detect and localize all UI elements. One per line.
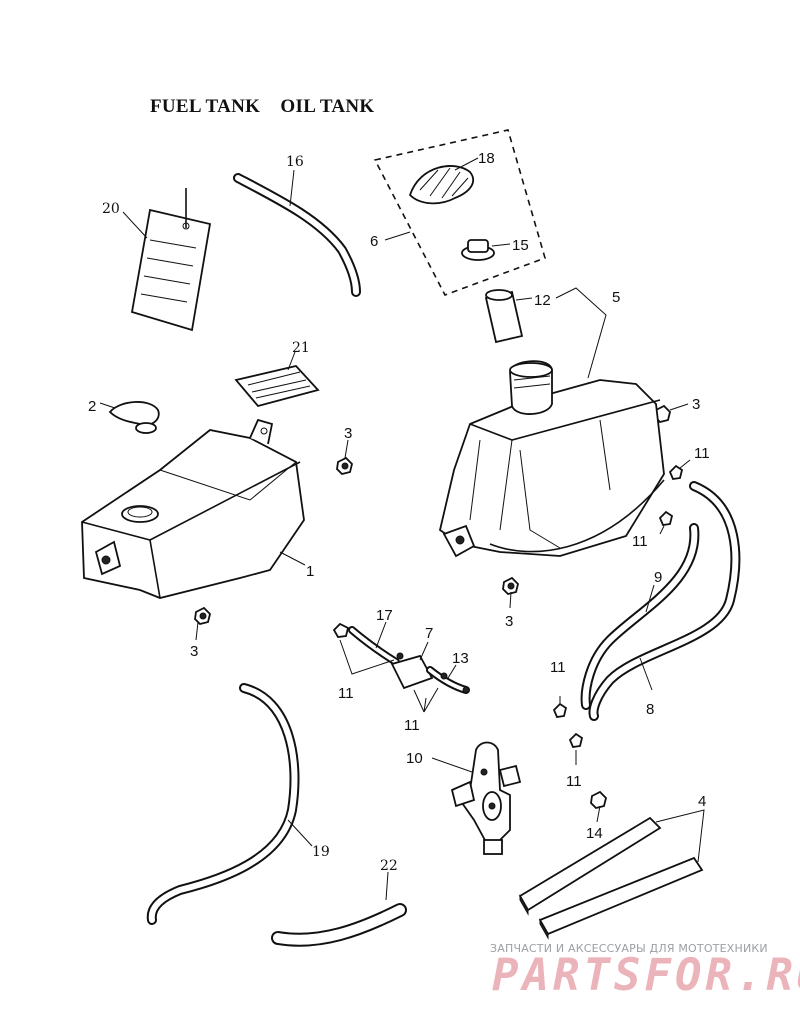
part-number-11: 11: [694, 445, 710, 462]
tag-card-part-20: [122, 188, 212, 332]
part-number-14: 14: [586, 825, 603, 842]
clamp-part-11: [658, 510, 674, 535]
hose-part-19: [146, 683, 313, 925]
part-number-2: 2: [88, 398, 96, 415]
watermark-caption: ЗАПЧАСТИ И АКСЕССУАРЫ ДЛЯ МОТОТЕХНИКИ: [490, 942, 768, 955]
part-number-3: 3: [692, 396, 700, 413]
leader-part-5: [555, 287, 607, 379]
part-number-17: 17: [376, 607, 393, 624]
part-number-11: 11: [404, 717, 420, 734]
part-number-11: 11: [566, 773, 582, 790]
hose-part-16: [233, 169, 361, 297]
hose-part-8: [588, 481, 741, 721]
part-number-4: 4: [698, 793, 706, 810]
clamp-part-14: [590, 790, 607, 823]
fuel-filter-part-7: [332, 621, 470, 713]
part-number-1: 1: [306, 563, 314, 580]
part-number-7: 7: [425, 625, 433, 642]
clamp-part-3: [654, 403, 689, 423]
part-labels: 1 2 3 3 3 3 4 5 6 7 8 9 10 11 11 11 11 1…: [88, 150, 710, 874]
part-number-19: 19: [312, 844, 330, 860]
part-number-22: 22: [380, 858, 398, 874]
part-number-12: 12: [534, 292, 551, 309]
part-number-3: 3: [505, 613, 513, 630]
oil-tank-part-1: [81, 418, 306, 599]
fuel-tank-part-5: [438, 360, 665, 558]
part-number-11: 11: [632, 533, 648, 550]
diagram-title: FUEL TANK OIL TANK: [150, 96, 375, 117]
part-number-9: 9: [654, 569, 662, 586]
part-number-11: 11: [550, 659, 566, 676]
hose-part-9: [580, 523, 700, 710]
clamp-part-3: [194, 606, 211, 641]
sticker-part-21: [234, 351, 320, 408]
part-number-13: 13: [452, 650, 469, 667]
part-number-3: 3: [344, 425, 352, 442]
watermark-logo: PARTSFOR.RU: [492, 950, 800, 1001]
filler-sleeve-part-12: [484, 289, 533, 344]
part-number-3: 3: [190, 643, 198, 660]
oil-cap-part-2: [99, 401, 160, 434]
part-number-10: 10: [406, 750, 423, 767]
part-number-21: 21: [292, 340, 310, 356]
part-number-18: 18: [478, 150, 495, 167]
part-number-11: 11: [338, 685, 354, 702]
fuel-valve-part-10: [431, 741, 522, 855]
clamp-part-11: [552, 696, 568, 718]
part-number-6: 6: [370, 233, 378, 250]
cap-assembly-part-6: [373, 129, 546, 296]
rubber-strip-part-4: [518, 809, 705, 940]
part-number-15: 15: [512, 237, 529, 254]
part-number-5: 5: [612, 289, 620, 306]
part-number-8: 8: [646, 701, 654, 718]
clamp-part-11: [568, 732, 584, 765]
clamp-part-3: [336, 439, 353, 475]
clamp-part-11: [668, 459, 691, 480]
clamp-part-3: [502, 576, 519, 609]
part-number-16: 16: [286, 154, 304, 170]
hose-part-22: [271, 871, 407, 947]
part-number-20: 20: [102, 201, 120, 217]
